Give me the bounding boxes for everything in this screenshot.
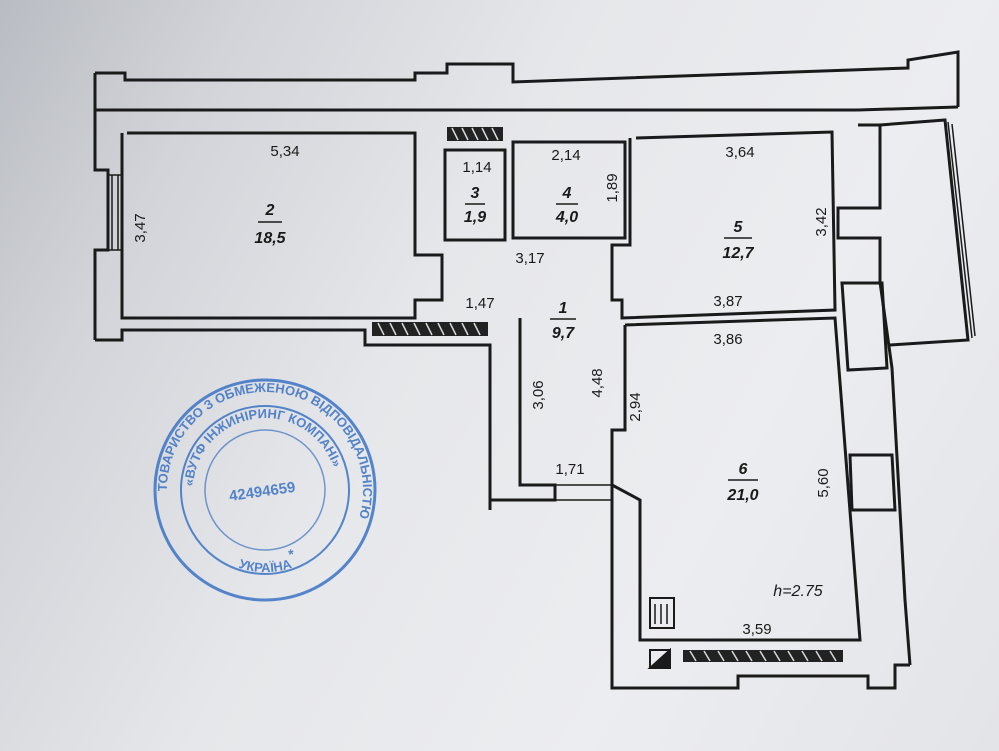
room-1-number: 1 xyxy=(559,300,568,317)
balcony-inner xyxy=(947,121,976,339)
south-wall xyxy=(610,485,910,690)
room-3-area: 1,9 xyxy=(464,209,486,226)
balcony xyxy=(879,118,970,347)
room-2-number: 2 xyxy=(265,202,275,219)
vent-hatches xyxy=(372,127,843,662)
stamp-country: УКРАЇНА xyxy=(235,549,294,580)
dim-560: 5,60 xyxy=(815,468,832,497)
room-3-number: 3 xyxy=(471,185,480,202)
dim-534: 5,34 xyxy=(270,143,299,160)
dim-387: 3,87 xyxy=(713,293,742,310)
west-wall xyxy=(93,110,110,340)
north-wall-top xyxy=(95,50,960,107)
door-1-6 xyxy=(555,484,612,501)
dim-359: 3,59 xyxy=(742,621,771,638)
room3-inner xyxy=(443,148,507,242)
east-window-block xyxy=(848,453,897,512)
room4-inner xyxy=(511,140,627,240)
dim-294: 2,94 xyxy=(627,392,644,421)
dim-114: 1,14 xyxy=(462,159,491,176)
dim-317: 3,17 xyxy=(515,250,544,267)
room-labels: 2 18,5 3 1,9 4 4,0 5 12,7 1 9,7 6 21,0 xyxy=(254,185,758,504)
dimension-labels: 5,34 3,47 1,14 2,14 1,89 3,64 3,42 3,17 … xyxy=(132,143,832,638)
dim-171: 1,71 xyxy=(555,461,584,478)
room6-walls xyxy=(610,316,862,642)
radiator-icon xyxy=(649,597,675,629)
room-4-area: 4,0 xyxy=(555,209,578,226)
vent-middle xyxy=(372,322,488,336)
stamp-star-icon: * xyxy=(287,546,295,563)
dim-189: 1,89 xyxy=(604,173,621,202)
dim-347: 3,47 xyxy=(132,213,149,242)
room-6-number: 6 xyxy=(739,461,748,478)
room-4-number: 4 xyxy=(562,185,572,202)
dim-386: 3,86 xyxy=(713,331,742,348)
room2-west-window xyxy=(108,174,122,251)
company-stamp: ТОВАРИСТВО З ОБМЕЖЕНОЮ ВІДПОВІДАЛЬНІСТЮ … xyxy=(142,366,381,602)
outer-top-wall xyxy=(93,73,959,112)
dim-448: 4,48 xyxy=(589,368,606,397)
column xyxy=(840,281,889,372)
room-5-area: 12,7 xyxy=(722,245,754,262)
dim-306: 3,06 xyxy=(530,380,547,409)
stamp-country-path: УКРАЇНА xyxy=(235,549,294,580)
stamp-outer-text: ТОВАРИСТВО З ОБМЕЖЕНОЮ ВІДПОВІДАЛЬНІСТЮ xyxy=(142,366,381,550)
stamp-code: 42494659 xyxy=(228,479,296,505)
dim-364: 3,64 xyxy=(725,144,754,161)
dim-214: 2,14 xyxy=(551,147,580,164)
east-wall xyxy=(836,123,912,666)
south-west-wall xyxy=(95,328,492,510)
dim-147: 1,47 xyxy=(465,295,494,312)
ceiling-height: h=2.75 xyxy=(773,583,822,600)
room-1-area: 9,7 xyxy=(552,325,575,342)
room5-inner xyxy=(610,130,837,320)
dim-342: 3,42 xyxy=(813,207,830,236)
room-5-number: 5 xyxy=(734,219,744,236)
room-6-area: 21,0 xyxy=(726,487,758,504)
room-2-area: 18,5 xyxy=(254,230,286,247)
room2-inner xyxy=(120,131,444,320)
wall-lines xyxy=(93,50,976,690)
stamp-outer-path: ТОВАРИСТВО З ОБМЕЖЕНОЮ ВІДПОВІДАЛЬНІСТЮ xyxy=(142,366,381,550)
fixtures xyxy=(647,597,675,669)
